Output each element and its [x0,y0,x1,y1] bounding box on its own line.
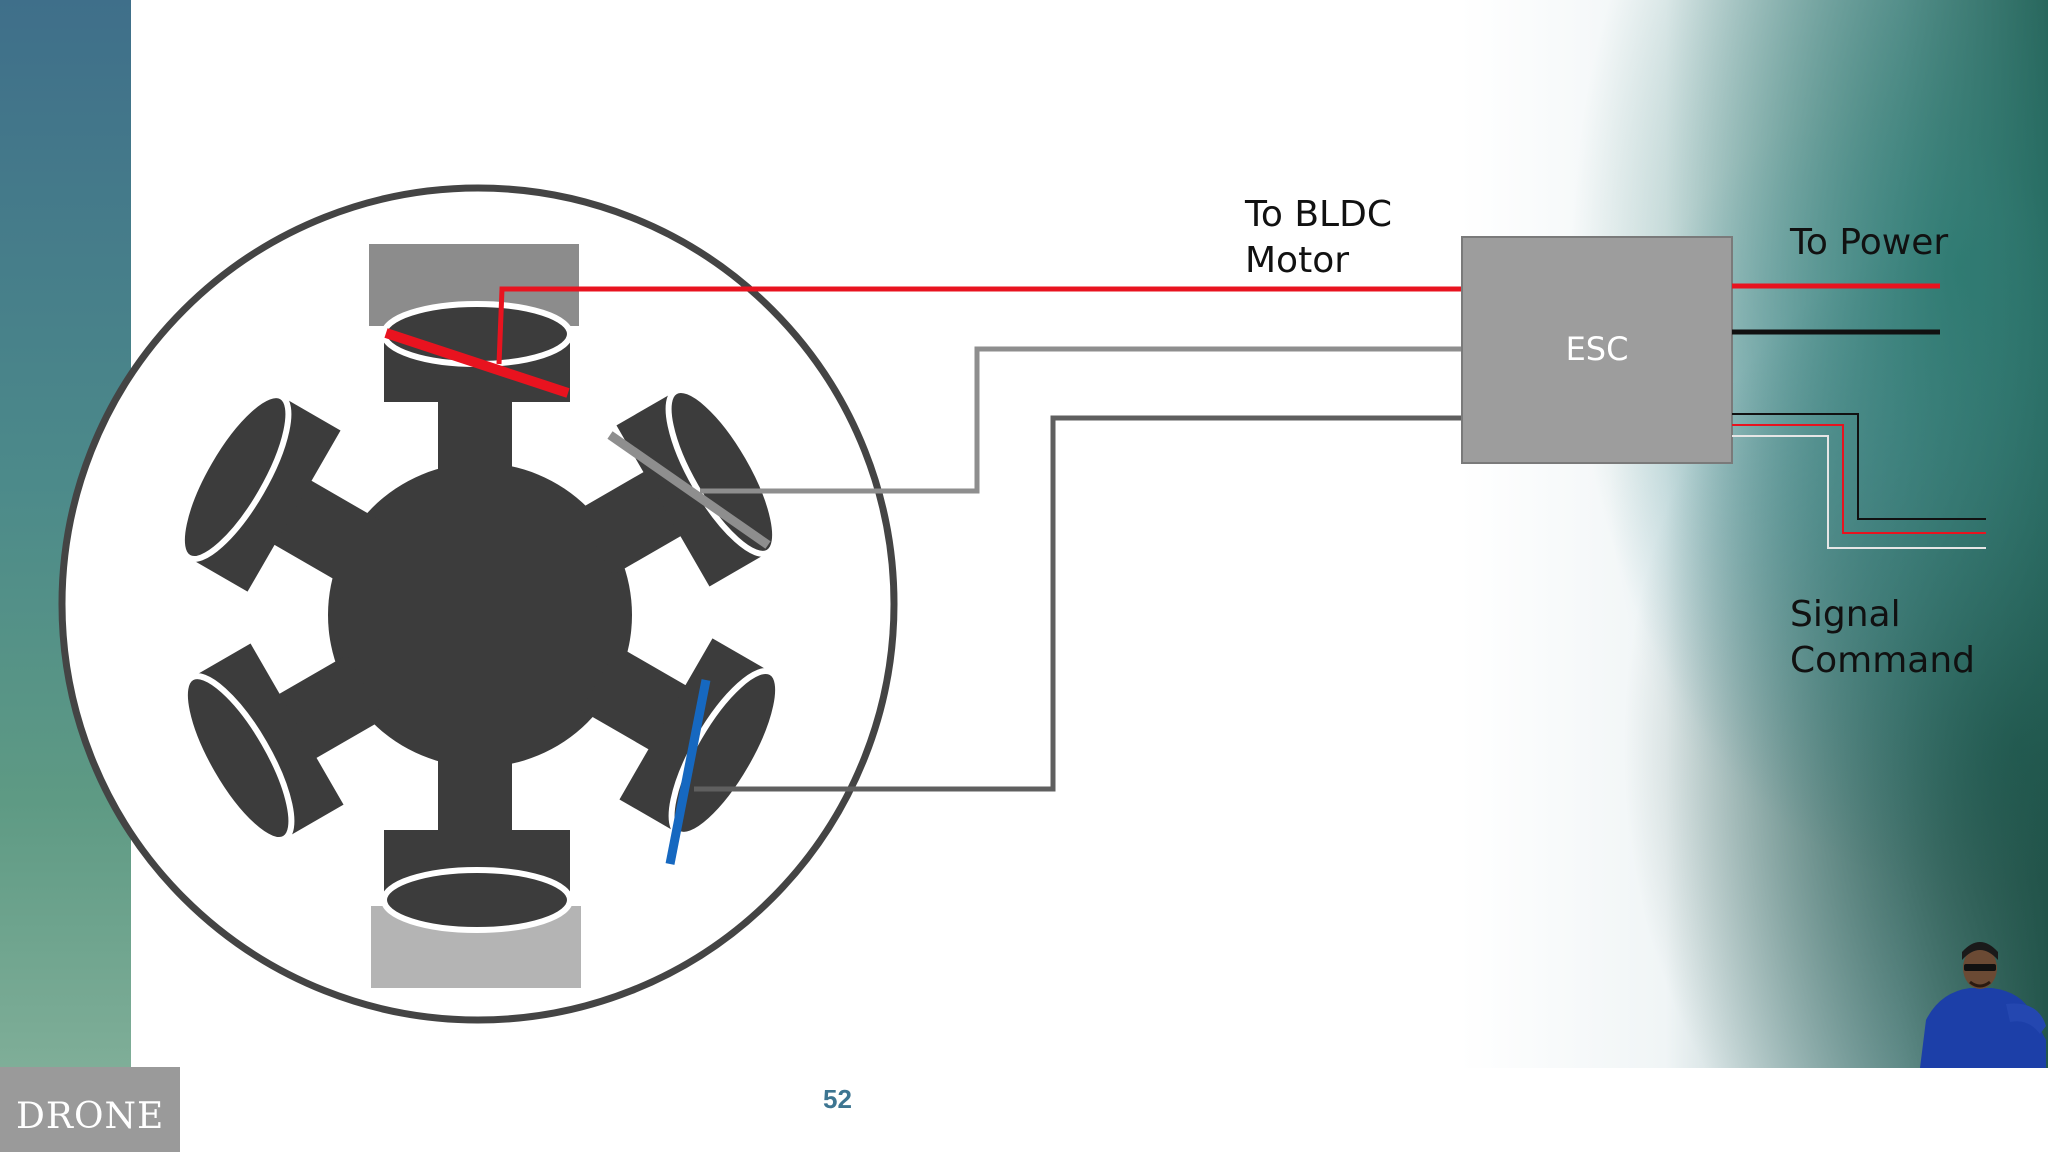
signal-lead-white [1732,435,1986,549]
page-number: 52 [823,1084,852,1114]
coil-phase-c [665,679,711,865]
presenter-photo [1920,942,2046,1068]
label-signal-command: Signal Command [1790,594,1976,681]
wire-phase-b [700,346,1462,494]
signal-lead-red [1732,424,1986,534]
coil-phase-b [607,431,771,549]
coil-phase-a [384,328,570,398]
signal-lead-black [1732,413,1986,520]
wire-phase-a [496,286,1462,365]
brand-box [0,1067,180,1152]
label-esc: ESC [1565,330,1629,368]
label-to-power: To Power [1790,222,1949,263]
label-to-bldc-motor: To BLDC Motor [1245,194,1392,281]
stator [178,301,782,933]
wire-phase-c [694,415,1462,792]
esc-box [1461,236,1733,464]
brand-label: DRONE [16,1096,165,1137]
